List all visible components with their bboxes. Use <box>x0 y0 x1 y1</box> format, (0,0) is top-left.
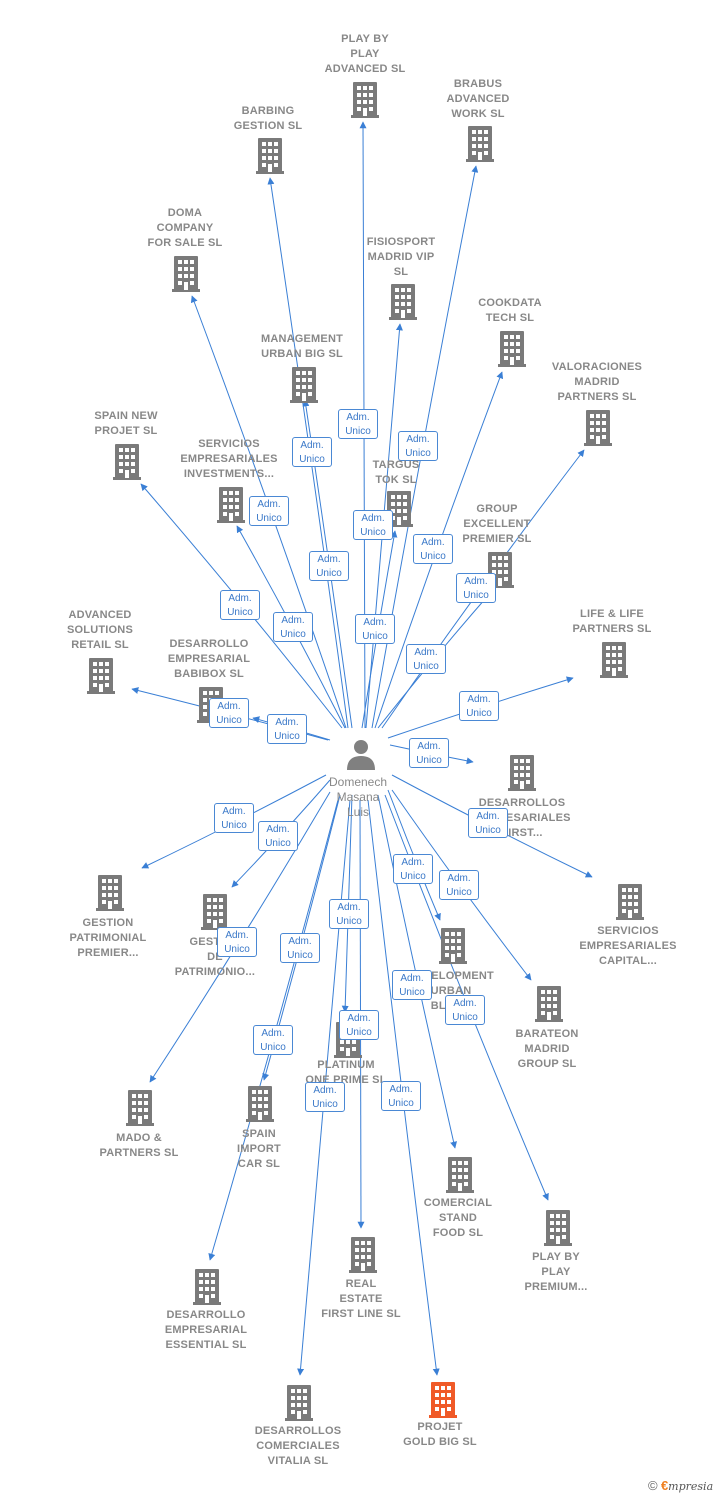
building-icon[interactable] <box>544 1210 572 1246</box>
building-icon[interactable] <box>246 1086 274 1122</box>
building-icon[interactable] <box>96 875 124 911</box>
role-badge: Adm. Unico <box>409 738 449 768</box>
company-label-servicios-empresariales-investments[interactable]: SERVICIOS EMPRESARIALES INVESTMENTS... <box>180 438 278 480</box>
company-label-servicios-empresariales-capital[interactable]: SERVICIOS EMPRESARIALES CAPITAL... <box>579 925 677 967</box>
company-label-valoraciones-madrid[interactable]: VALORACIONES MADRID PARTNERS SL <box>551 361 643 403</box>
building-icon[interactable] <box>349 1237 377 1273</box>
brand-logo-icon: € <box>660 1478 669 1493</box>
building-icon[interactable] <box>87 658 115 694</box>
role-badge: Adm. Unico <box>445 995 485 1025</box>
company-label-doma-company[interactable]: DOMA COMPANY FOR SALE SL <box>147 207 223 249</box>
role-badge: Adm. Unico <box>468 808 508 838</box>
building-icon[interactable] <box>113 444 141 480</box>
role-badge: Adm. Unico <box>398 431 438 461</box>
company-label-gestion-patrimonial-premier[interactable]: GESTION PATRIMONIAL PREMIER... <box>69 917 147 959</box>
role-badge: Adm. Unico <box>459 691 499 721</box>
building-icon[interactable] <box>535 986 563 1022</box>
building-icon[interactable] <box>439 928 467 964</box>
building-icon[interactable] <box>193 1269 221 1305</box>
company-label-mado-partners[interactable]: MADO & PARTNERS SL <box>99 1132 179 1159</box>
role-badge: Adm. Unico <box>267 714 307 744</box>
role-badge: Adm. Unico <box>439 870 479 900</box>
building-icon[interactable] <box>172 256 200 292</box>
company-label-desarrollo-empresarial-essential[interactable]: DESARROLLO EMPRESARIAL ESSENTIAL SL <box>164 1309 248 1351</box>
company-label-cookdata-tech[interactable]: COOKDATA TECH SL <box>478 297 542 324</box>
person-name-label[interactable]: Domenech Masana Luis <box>328 775 388 819</box>
company-label-spain-new-projet[interactable]: SPAIN NEW PROJET SL <box>94 410 158 437</box>
company-label-group-excellent-premier[interactable]: GROUP EXCELLENT PREMIER SL <box>462 503 532 545</box>
role-badge: Adm. Unico <box>339 1010 379 1040</box>
building-icon[interactable] <box>290 367 318 403</box>
role-badge: Adm. Unico <box>393 854 433 884</box>
company-label-spain-import-car[interactable]: SPAIN IMPORT CAR SL <box>237 1128 281 1170</box>
building-icon[interactable] <box>446 1157 474 1193</box>
role-badge: Adm. Unico <box>329 899 369 929</box>
company-label-advanced-solutions-retail[interactable]: ADVANCED SOLUTIONS RETAIL SL <box>67 609 133 651</box>
role-badge: Adm. Unico <box>258 821 298 851</box>
company-label-management-urban-big[interactable]: MANAGEMENT URBAN BIG SL <box>260 333 344 360</box>
company-label-fisiosport-madrid-vip[interactable]: FISIOSPORT MADRID VIP SL <box>366 236 436 278</box>
building-icon[interactable] <box>389 284 417 320</box>
building-icon[interactable] <box>616 884 644 920</box>
company-label-play-by-play-advanced[interactable]: PLAY BY PLAY ADVANCED SL <box>324 33 406 75</box>
company-label-comercial-stand-food[interactable]: COMERCIAL STAND FOOD SL <box>423 1197 493 1239</box>
role-badge: Adm. Unico <box>309 551 349 581</box>
role-badge: Adm. Unico <box>353 510 393 540</box>
icons-layer <box>87 82 644 1421</box>
company-label-projet-gold-big[interactable]: PROJET GOLD BIG SL <box>403 1421 477 1448</box>
building-icon[interactable] <box>508 755 536 791</box>
role-badge: Adm. Unico <box>220 590 260 620</box>
building-icon[interactable] <box>201 894 229 930</box>
role-badge: Adm. Unico <box>214 803 254 833</box>
role-badge: Adm. Unico <box>253 1025 293 1055</box>
role-badge: Adm. Unico <box>406 644 446 674</box>
role-badge: Adm. Unico <box>381 1081 421 1111</box>
company-label-desarrollo-empresarial-babibox[interactable]: DESARROLLO EMPRESARIAL BABIBOX SL <box>167 638 251 680</box>
company-label-play-by-play-premium[interactable]: PLAY BY PLAY PREMIUM... <box>524 1251 588 1293</box>
building-icon[interactable] <box>466 126 494 162</box>
role-badge: Adm. Unico <box>355 614 395 644</box>
building-icon[interactable] <box>217 487 245 523</box>
person-icon[interactable] <box>347 740 375 770</box>
building-icon[interactable] <box>351 82 379 118</box>
role-badge: Adm. Unico <box>280 933 320 963</box>
building-icon[interactable] <box>600 642 628 678</box>
company-label-barateon-madrid-group[interactable]: BARATEON MADRID GROUP SL <box>515 1028 579 1070</box>
building-icon[interactable] <box>584 410 612 446</box>
role-badge: Adm. Unico <box>338 409 378 439</box>
building-icon[interactable] <box>256 138 284 174</box>
company-label-desarrollos-comerciales-vitalia[interactable]: DESARROLLOS COMERCIALES VITALIA SL <box>254 1425 342 1467</box>
role-badge: Adm. Unico <box>292 437 332 467</box>
role-badge: Adm. Unico <box>456 573 496 603</box>
building-icon[interactable] <box>429 1382 457 1418</box>
company-label-barbing-gestion[interactable]: BARBING GESTION SL <box>233 105 303 132</box>
role-badge: Adm. Unico <box>273 612 313 642</box>
role-badge: Adm. Unico <box>392 970 432 1000</box>
company-label-life-and-life-partners[interactable]: LIFE & LIFE PARTNERS SL <box>572 608 652 635</box>
role-badge: Adm. Unico <box>305 1082 345 1112</box>
company-label-targus-tok[interactable]: TARGUS TOK SL <box>372 459 420 486</box>
company-label-gestion-de-patrimonio[interactable]: GESTION DE PATRIMONIO... <box>174 936 256 978</box>
brand-name: mpresia <box>668 1480 714 1493</box>
footer-brand: © €mpresia <box>648 1478 713 1493</box>
company-label-real-estate-first-line[interactable]: REAL ESTATE FIRST LINE SL <box>321 1278 401 1320</box>
role-badge: Adm. Unico <box>413 534 453 564</box>
role-badge: Adm. Unico <box>209 698 249 728</box>
role-badge: Adm. Unico <box>217 927 257 957</box>
role-badge: Adm. Unico <box>249 496 289 526</box>
copyright-icon: © <box>648 1478 658 1493</box>
building-icon[interactable] <box>498 331 526 367</box>
building-icon[interactable] <box>126 1090 154 1126</box>
building-icon[interactable] <box>285 1385 313 1421</box>
company-label-brabus-advanced-work[interactable]: BRABUS ADVANCED WORK SL <box>446 78 510 120</box>
